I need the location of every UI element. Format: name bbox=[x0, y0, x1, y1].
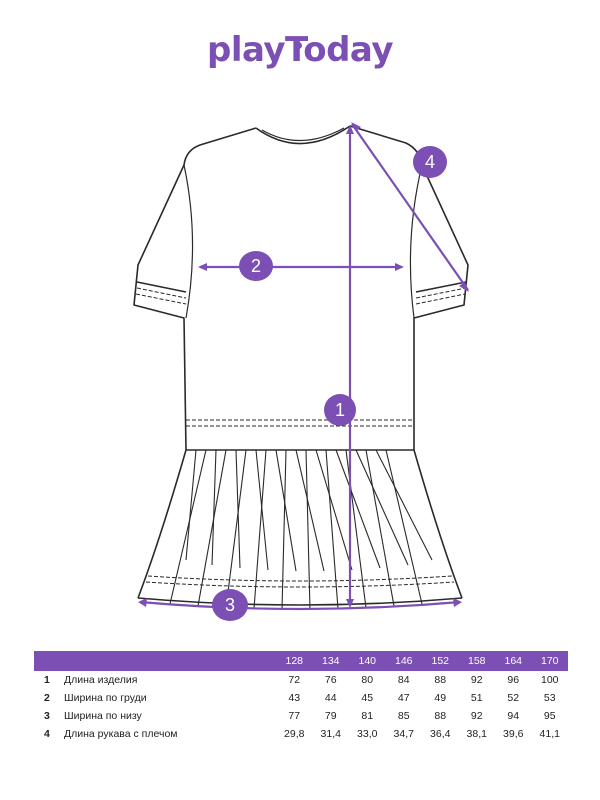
size-header: 170 bbox=[540, 655, 559, 667]
size-header-row: 128 134 140 146 152 158 164 170 bbox=[34, 651, 568, 671]
marker-1: 1 bbox=[324, 394, 356, 426]
table-cell: 52 bbox=[507, 692, 520, 704]
size-header: 158 bbox=[467, 655, 486, 667]
marker-1-label: 1 bbox=[335, 400, 345, 420]
size-header: 146 bbox=[394, 655, 413, 667]
marker-4: 4 bbox=[413, 146, 447, 178]
size-header: 152 bbox=[431, 655, 450, 667]
table-cell: 80 bbox=[361, 674, 374, 686]
row-number: 4 bbox=[44, 728, 50, 740]
table-cell: 84 bbox=[397, 674, 410, 686]
table-row: 1 Длина изделия 72 76 80 84 88 92 96 100 bbox=[34, 671, 568, 689]
size-table: 128 134 140 146 152 158 164 170 1 Длина … bbox=[34, 651, 568, 743]
marker-3-label: 3 bbox=[225, 595, 235, 615]
table-cell: 45 bbox=[361, 692, 374, 704]
measurement-lines bbox=[139, 123, 469, 611]
marker-3: 3 bbox=[212, 589, 248, 621]
table-cell: 88 bbox=[434, 674, 447, 686]
table-cell: 77 bbox=[288, 710, 301, 722]
table-cell: 51 bbox=[470, 692, 483, 704]
row-number: 3 bbox=[44, 710, 50, 722]
row-label: Длина изделия bbox=[64, 674, 138, 686]
table-cell: 49 bbox=[434, 692, 447, 704]
table-cell: 72 bbox=[288, 674, 301, 686]
size-header: 140 bbox=[358, 655, 377, 667]
table-cell: 31,4 bbox=[320, 728, 341, 740]
size-header: 134 bbox=[321, 655, 340, 667]
row-label: Ширина по низу bbox=[64, 710, 142, 722]
row-number: 1 bbox=[44, 674, 50, 686]
table-cell: 76 bbox=[324, 674, 337, 686]
table-cell: 96 bbox=[507, 674, 520, 686]
dress-outline bbox=[133, 125, 469, 606]
measure-line-3 bbox=[139, 600, 461, 611]
brand-logo-text: playToday bbox=[207, 30, 394, 70]
table-cell: 95 bbox=[543, 710, 556, 722]
brand-logo: playToday bbox=[0, 30, 600, 85]
measurement-arrows bbox=[138, 122, 469, 608]
size-header: 128 bbox=[285, 655, 304, 667]
table-cell: 92 bbox=[470, 674, 483, 686]
table-cell: 88 bbox=[434, 710, 447, 722]
row-label: Ширина по груди bbox=[64, 692, 147, 704]
table-cell: 38,1 bbox=[466, 728, 487, 740]
table-cell: 81 bbox=[361, 710, 374, 722]
row-number: 2 bbox=[44, 692, 50, 704]
table-row: 4 Длина рукава с плечом 29,8 31,4 33,0 3… bbox=[34, 725, 568, 743]
table-cell: 29,8 bbox=[284, 728, 305, 740]
table-cell: 33,0 bbox=[357, 728, 378, 740]
marker-2: 2 bbox=[239, 251, 273, 281]
garment-diagram: 1 2 3 4 bbox=[133, 122, 469, 621]
row-label: Длина рукава с плечом bbox=[64, 728, 178, 740]
table-cell: 43 bbox=[288, 692, 301, 704]
table-cell: 79 bbox=[324, 710, 337, 722]
size-header: 164 bbox=[504, 655, 523, 667]
table-cell: 36,4 bbox=[430, 728, 451, 740]
table-cell: 41,1 bbox=[539, 728, 560, 740]
table-cell: 92 bbox=[470, 710, 483, 722]
table-cell: 39,6 bbox=[503, 728, 524, 740]
table-row: 3 Ширина по низу 77 79 81 85 88 92 94 95 bbox=[34, 707, 568, 725]
table-cell: 94 bbox=[507, 710, 520, 722]
measure-line-4 bbox=[351, 123, 469, 291]
table-cell: 44 bbox=[324, 692, 337, 704]
table-cell: 85 bbox=[397, 710, 410, 722]
table-cell: 34,7 bbox=[393, 728, 414, 740]
table-row: 2 Ширина по груди 43 44 45 47 49 51 52 5… bbox=[34, 689, 568, 707]
marker-2-label: 2 bbox=[251, 256, 261, 276]
skirt-pleats bbox=[169, 449, 433, 611]
table-cell: 53 bbox=[543, 692, 556, 704]
table-cell: 47 bbox=[397, 692, 410, 704]
size-table-container: 128 134 140 146 152 158 164 170 1 Длина … bbox=[34, 651, 568, 743]
brand-logo-dot bbox=[295, 42, 302, 49]
marker-4-label: 4 bbox=[425, 152, 435, 172]
table-cell: 100 bbox=[540, 674, 559, 686]
